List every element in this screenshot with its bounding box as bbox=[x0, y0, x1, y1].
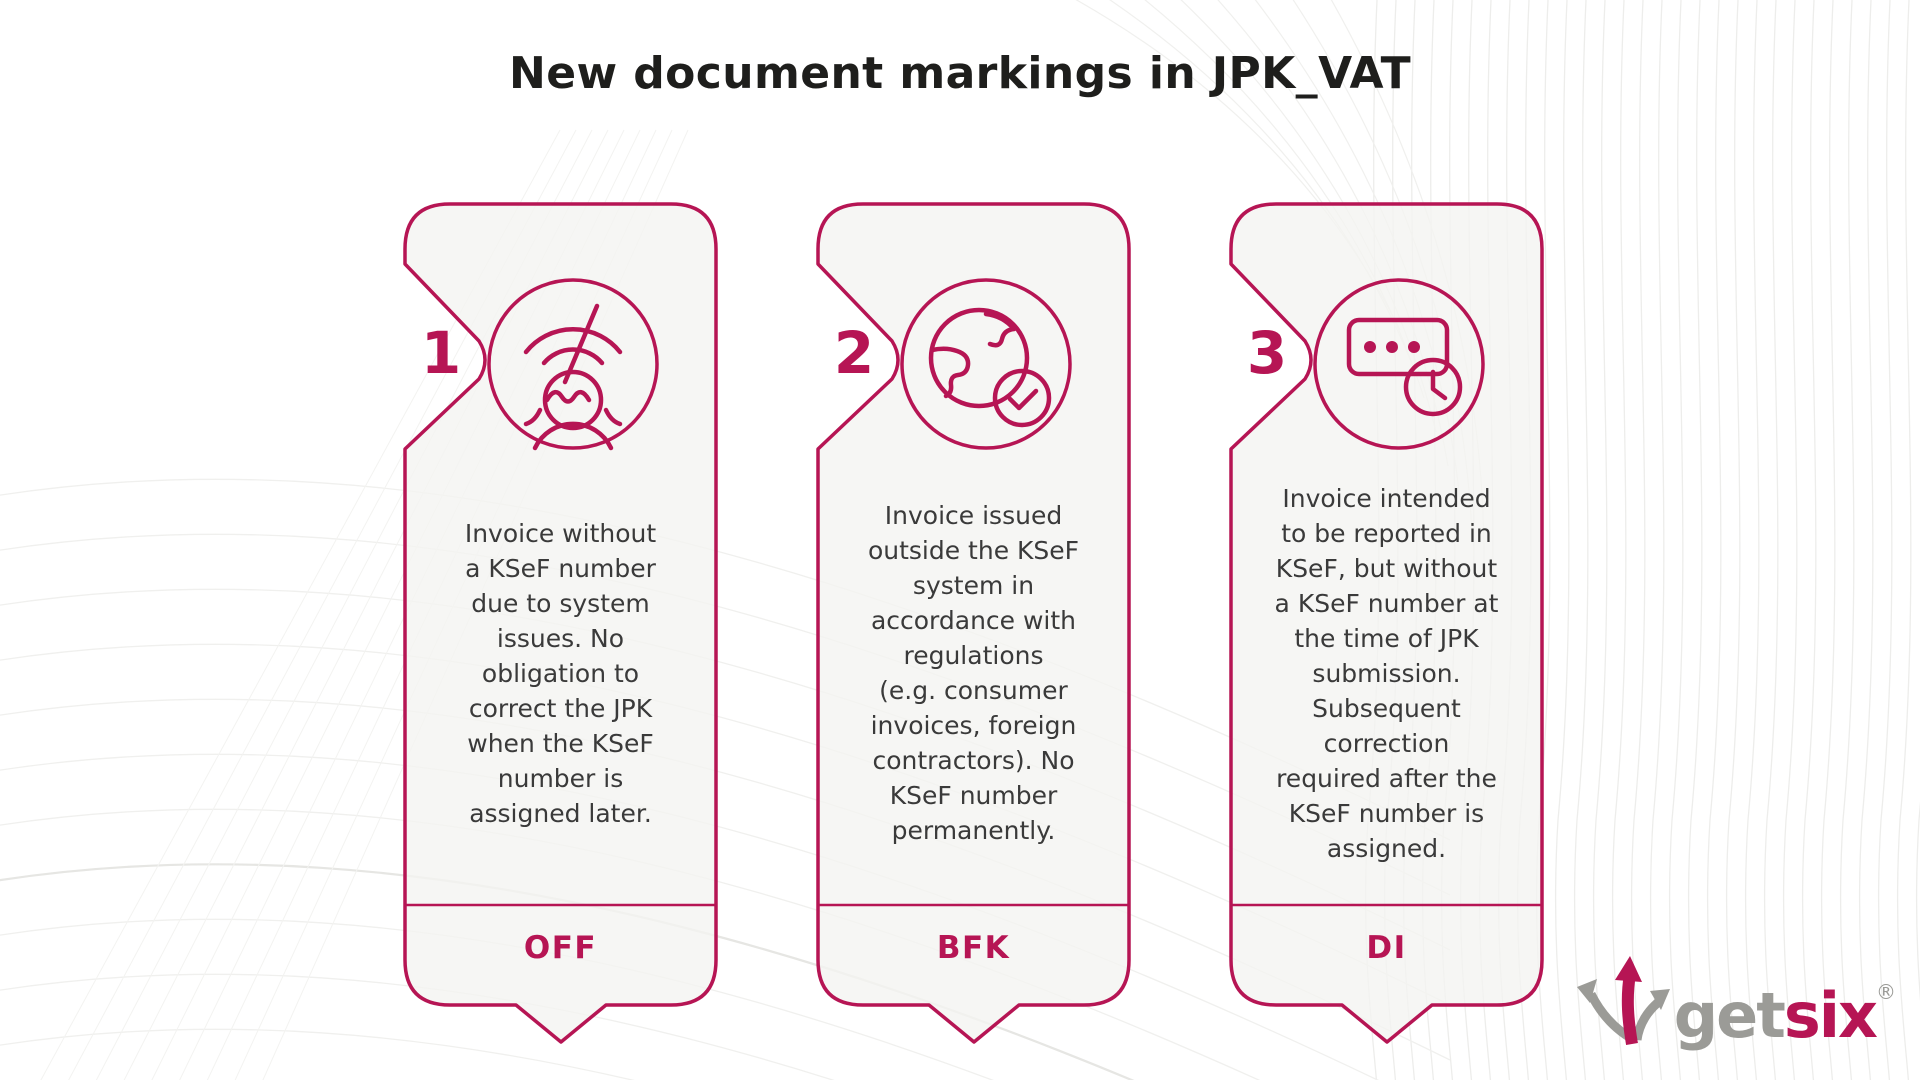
icon-circle bbox=[1313, 278, 1485, 450]
icon-circle bbox=[487, 278, 659, 450]
globe-check-icon bbox=[928, 307, 1052, 428]
card-description: Invoice issued outside the KSeF system i… bbox=[867, 501, 1080, 845]
card-outline bbox=[403, 202, 718, 1044]
logo-wordmark: getsix® bbox=[1674, 980, 1896, 1047]
card-outline bbox=[1229, 202, 1544, 1044]
card-code-label: OFF bbox=[523, 930, 598, 966]
card-description: Invoice without a KSeF number due to sys… bbox=[464, 518, 657, 828]
card-description: Invoice intended to be reported in KSeF,… bbox=[1274, 483, 1499, 863]
offline-no-signal-person-icon bbox=[523, 303, 623, 451]
card-number: 1 bbox=[420, 319, 462, 387]
number-box-clock-icon bbox=[1346, 317, 1463, 417]
getsix-arrows-icon bbox=[1576, 956, 1670, 1045]
card-code-label: DI bbox=[1366, 930, 1407, 966]
registered-trademark-symbol: ® bbox=[1876, 980, 1896, 1005]
card-outline bbox=[816, 202, 1131, 1044]
page-title: New document markings in JPK_VAT bbox=[509, 48, 1411, 99]
card-code-label: BFK bbox=[936, 930, 1011, 966]
card-number: 2 bbox=[833, 319, 875, 387]
icon-circle bbox=[900, 278, 1072, 450]
card-number: 3 bbox=[1246, 319, 1288, 387]
logo-text-six: six bbox=[1783, 979, 1878, 1053]
logo-text-get: get bbox=[1673, 979, 1786, 1053]
getsix-logo: getsix® bbox=[1574, 956, 1896, 1047]
card-bfk: 2 Invoice issued outside the KSeF system… bbox=[816, 202, 1131, 1046]
card-off: 1 Invoice without a KSeF number due to s… bbox=[403, 202, 718, 1046]
card-di: 3 Invoice intended to be reported in KSe… bbox=[1229, 202, 1544, 1046]
